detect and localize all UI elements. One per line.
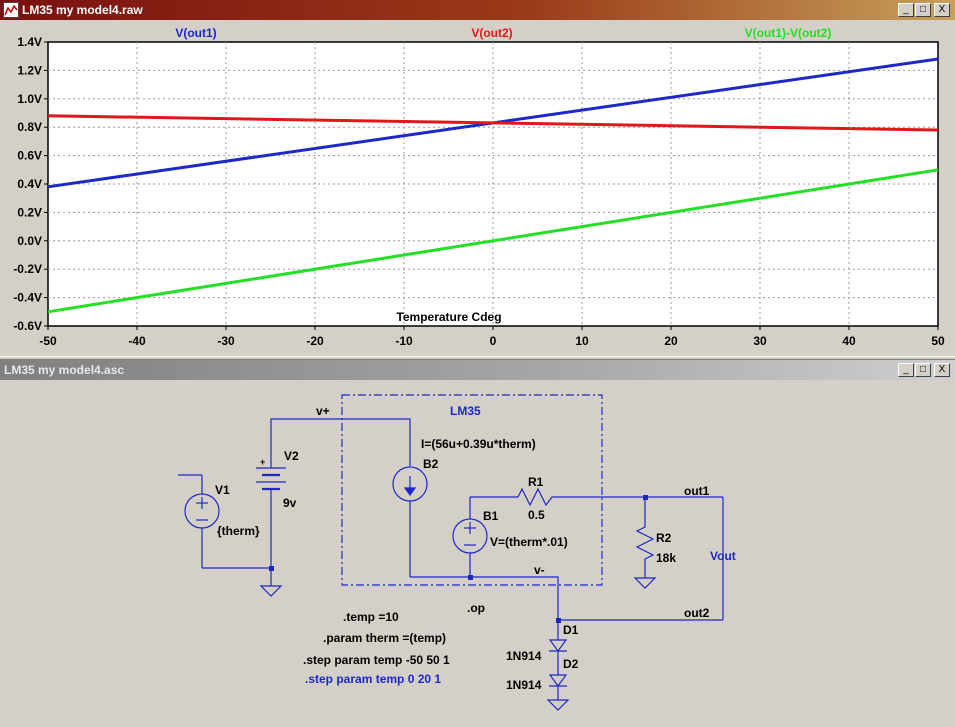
schem-minimize-button[interactable]: _ — [898, 363, 914, 377]
b2-label[interactable]: B2 — [423, 457, 439, 471]
x-tick-label: 30 — [753, 334, 767, 348]
b1-expression[interactable]: V=(therm*.01) — [490, 535, 568, 549]
series-line-2[interactable] — [47, 168, 939, 314]
x-axis-label: Temperature Cdeg — [396, 310, 501, 324]
y-tick-label: 0.6V — [17, 149, 42, 163]
schem-close-button[interactable]: X — [934, 363, 950, 377]
plot-area[interactable]: 1.4V 1.2V 1.0V 0.8V 0.6V 0.4V 0.2V 0.0V -0.2V -0.… — [0, 20, 955, 356]
diode-d1[interactable] — [548, 620, 568, 675]
x-tick-label: 20 — [664, 334, 678, 348]
x-tick-label: -40 — [128, 334, 146, 348]
minimize-button[interactable]: _ — [898, 3, 914, 17]
voltage-source-b1[interactable] — [452, 497, 488, 577]
battery-v2-symbol[interactable] — [256, 460, 286, 568]
waveform-window: LM35 my model4.raw _ □ X 1.4V 1.2V 1.0V 0.8… — [0, 0, 955, 356]
v1-label[interactable]: V1 — [215, 483, 230, 497]
directive-step-2[interactable]: .step param temp 0 20 1 — [305, 672, 441, 686]
junction-dot — [556, 618, 561, 623]
x-tick-label: -30 — [217, 334, 235, 348]
ground-symbol-1[interactable] — [259, 568, 283, 597]
schematic-drawing[interactable]: v+ LM35 I=(56u+0.39u*therm) B2 V2 9v V1 … — [0, 380, 955, 722]
x-tick-label: -20 — [306, 334, 324, 348]
wire-v-minus[interactable] — [410, 576, 559, 620]
x-tick-label: -50 — [39, 334, 57, 348]
x-tick-label: 10 — [575, 334, 589, 348]
series-line-1[interactable] — [47, 114, 939, 132]
net-label-vminus[interactable]: v- — [534, 563, 545, 577]
y-tick-label: 1.4V — [17, 35, 42, 49]
net-label-out2[interactable]: out2 — [684, 606, 710, 620]
junction-dot — [643, 495, 648, 500]
lm35-subcircuit-box[interactable] — [341, 394, 603, 586]
y-tick-label: -0.2V — [13, 262, 42, 276]
waveform-title-bar[interactable]: LM35 my model4.raw _ □ X — [0, 0, 955, 20]
resistor-r1[interactable] — [470, 487, 645, 507]
legend-vout1[interactable]: V(out1) — [175, 26, 216, 40]
net-label-out1[interactable]: out1 — [684, 484, 710, 498]
maximize-button[interactable]: □ — [915, 3, 931, 17]
y-tick-label: 0.0V — [17, 234, 42, 248]
x-tick-label: 50 — [931, 334, 945, 348]
window-separator — [0, 356, 955, 360]
d1-label[interactable]: D1 — [563, 623, 579, 637]
b1-label[interactable]: B1 — [483, 509, 499, 523]
legend-vout2[interactable]: V(out2) — [471, 26, 512, 40]
schem-maximize-button[interactable]: □ — [915, 363, 931, 377]
subcircuit-label-lm35[interactable]: LM35 — [450, 404, 481, 418]
traces — [47, 57, 939, 314]
d1-value[interactable]: 1N914 — [506, 649, 542, 663]
voltage-source-v1[interactable] — [178, 474, 220, 568]
schematic-window: LM35 my model4.asc _ □ X — [0, 360, 955, 722]
r2-value[interactable]: 18k — [656, 551, 676, 565]
r1-label[interactable]: R1 — [528, 475, 544, 489]
d2-label[interactable]: D2 — [563, 657, 579, 671]
y-tick-label: 0.4V — [17, 177, 42, 191]
junction-dot — [269, 566, 274, 571]
y-tick-label: 0.8V — [17, 120, 42, 134]
ground-symbol-2[interactable] — [633, 575, 657, 589]
grid — [48, 42, 938, 326]
current-source-b2[interactable] — [392, 466, 428, 577]
schematic-window-title: LM35 my model4.asc — [4, 363, 125, 377]
b2-expression[interactable]: I=(56u+0.39u*therm) — [421, 437, 536, 451]
directive-param[interactable]: .param therm =(temp) — [323, 631, 446, 645]
v1-value[interactable]: {therm} — [217, 524, 260, 538]
x-axis: -50 -40 -30 -20 -10 0 10 20 30 40 50 — [39, 326, 945, 348]
y-axis: 1.4V 1.2V 1.0V 0.8V 0.6V 0.4V 0.2V 0.0V -0.2V -0.… — [13, 35, 48, 333]
diode-d2[interactable] — [548, 674, 568, 700]
net-label-vplus[interactable]: v+ — [316, 404, 330, 418]
vout-label[interactable]: Vout — [710, 549, 736, 563]
close-button[interactable]: X — [934, 3, 950, 17]
d2-value[interactable]: 1N914 — [506, 678, 542, 692]
ground-symbol-3[interactable] — [546, 699, 570, 711]
waveform-chart[interactable]: 1.4V 1.2V 1.0V 0.8V 0.6V 0.4V 0.2V 0.0V -0.2V -0.… — [0, 20, 955, 356]
v2-label[interactable]: V2 — [284, 449, 299, 463]
v2-plus-sign: + — [260, 457, 265, 467]
legend-vdiff[interactable]: V(out1)-V(out2) — [745, 26, 832, 40]
resistor-r2[interactable] — [635, 497, 655, 575]
y-tick-label: -0.6V — [13, 319, 42, 333]
directive-op[interactable]: .op — [467, 601, 485, 615]
x-tick-label: 0 — [490, 334, 497, 348]
schematic-canvas[interactable]: v+ LM35 I=(56u+0.39u*therm) B2 V2 9v V1 … — [0, 380, 955, 722]
directive-temp[interactable]: .temp =10 — [343, 610, 399, 624]
directive-step-1[interactable]: .step param temp -50 50 1 — [303, 653, 450, 667]
y-tick-label: -0.4V — [13, 291, 42, 305]
r1-value[interactable]: 0.5 — [528, 508, 545, 522]
waveform-window-title: LM35 my model4.raw — [22, 3, 143, 17]
v2-value[interactable]: 9v — [283, 496, 297, 510]
y-tick-label: 1.0V — [17, 92, 42, 106]
r2-label[interactable]: R2 — [656, 531, 672, 545]
schematic-title-bar[interactable]: LM35 my model4.asc _ □ X — [0, 360, 955, 380]
x-tick-label: 40 — [842, 334, 856, 348]
y-tick-label: 0.2V — [17, 205, 42, 219]
x-tick-label: -10 — [395, 334, 413, 348]
junction-dot — [468, 575, 473, 580]
waveform-app-icon — [3, 2, 19, 18]
y-tick-label: 1.2V — [17, 63, 42, 77]
wire-v-plus[interactable] — [270, 418, 411, 466]
